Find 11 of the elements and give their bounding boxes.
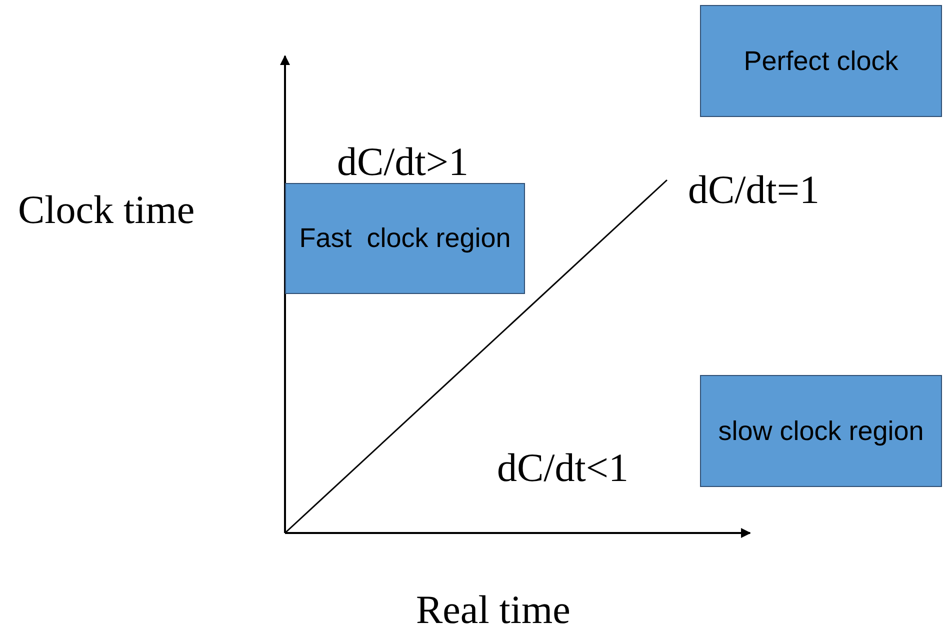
slope-label: dC/dt>1 bbox=[337, 142, 468, 182]
slope-label: dC/dt<1 bbox=[497, 448, 628, 488]
region-box bbox=[285, 183, 525, 294]
region-label: slow clock region bbox=[718, 416, 924, 446]
axis-label: Clock time bbox=[18, 190, 195, 230]
region-label: Perfect clock bbox=[744, 46, 898, 76]
axis-label: Real time bbox=[416, 590, 570, 630]
slope-label: dC/dt=1 bbox=[688, 170, 820, 210]
region-box bbox=[700, 375, 942, 487]
region-label: Fast clock region bbox=[299, 223, 511, 254]
region-box bbox=[700, 5, 942, 117]
